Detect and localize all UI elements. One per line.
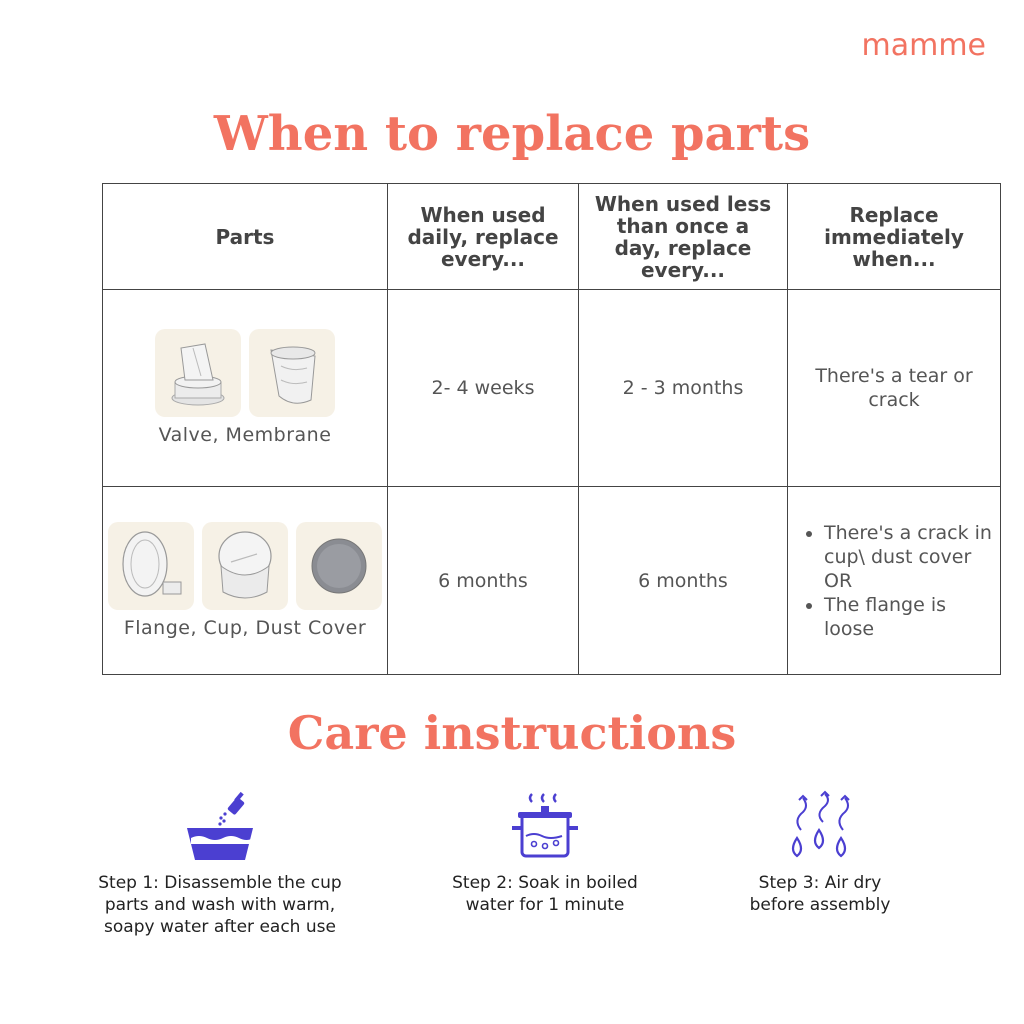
replace-conditions-list: There's a crack in cup\ dust cover OR Th… [796,521,992,641]
list-item: There's a crack in cup\ dust cover OR [824,521,992,593]
flange-image [108,521,194,610]
replace-parts-title: When to replace parts [213,106,811,162]
header-replace-immediately: Replace immediately when... [787,183,1001,290]
care-instructions-title: Care instructions [287,706,737,760]
step-1: Step 1: Disassemble the cup parts and wa… [90,790,350,938]
cup-image [202,521,288,610]
replace-immediately-cell: There's a crack in cup\ dust cover OR Th… [787,486,1001,675]
parts-cell: Flange, Cup, Dust Cover [102,486,388,675]
parts-label: Valve, Membrane [158,424,332,446]
daily-cell: 2- 4 weeks [387,289,579,487]
table-row: Valve, Membrane 2- 4 weeks 2 - 3 months … [102,289,1001,487]
step-3-text: Step 3: Air dry before assembly [749,873,891,915]
brand-logo: mamme [861,28,986,63]
dust-cover-image [296,521,382,610]
less-than-daily-cell: 2 - 3 months [578,289,788,487]
membrane-image [249,329,335,417]
step-1-text: Step 1: Disassemble the cup parts and wa… [98,873,342,937]
list-item: The flange is loose [824,593,992,641]
parts-label: Flange, Cup, Dust Cover [123,616,367,639]
header-less-than-daily: When used less than once a day, replace … [578,183,788,290]
valve-image [155,329,241,417]
step-3: Step 3: Air dry before assembly [730,790,910,916]
parts-cell: Valve, Membrane [102,289,388,487]
less-than-daily-cell: 6 months [578,486,788,675]
replacement-table: Parts When used daily, replace every... … [102,183,1001,675]
table-header-row: Parts When used daily, replace every... … [102,183,1001,290]
water-drops-icon [791,790,850,858]
header-parts: Parts [102,183,388,290]
replace-immediately-cell: There's a tear or crack [787,289,1001,487]
daily-cell: 6 months [387,486,579,675]
step-2: Step 2: Soak in boiled water for 1 minut… [430,790,660,916]
header-daily: When used daily, replace every... [387,183,579,290]
table-row: Flange, Cup, Dust Cover 6 months 6 month… [102,486,1001,675]
step-2-text: Step 2: Soak in boiled water for 1 minut… [452,873,638,915]
boiling-pot-icon [512,793,578,858]
wash-basin-icon [187,791,253,860]
